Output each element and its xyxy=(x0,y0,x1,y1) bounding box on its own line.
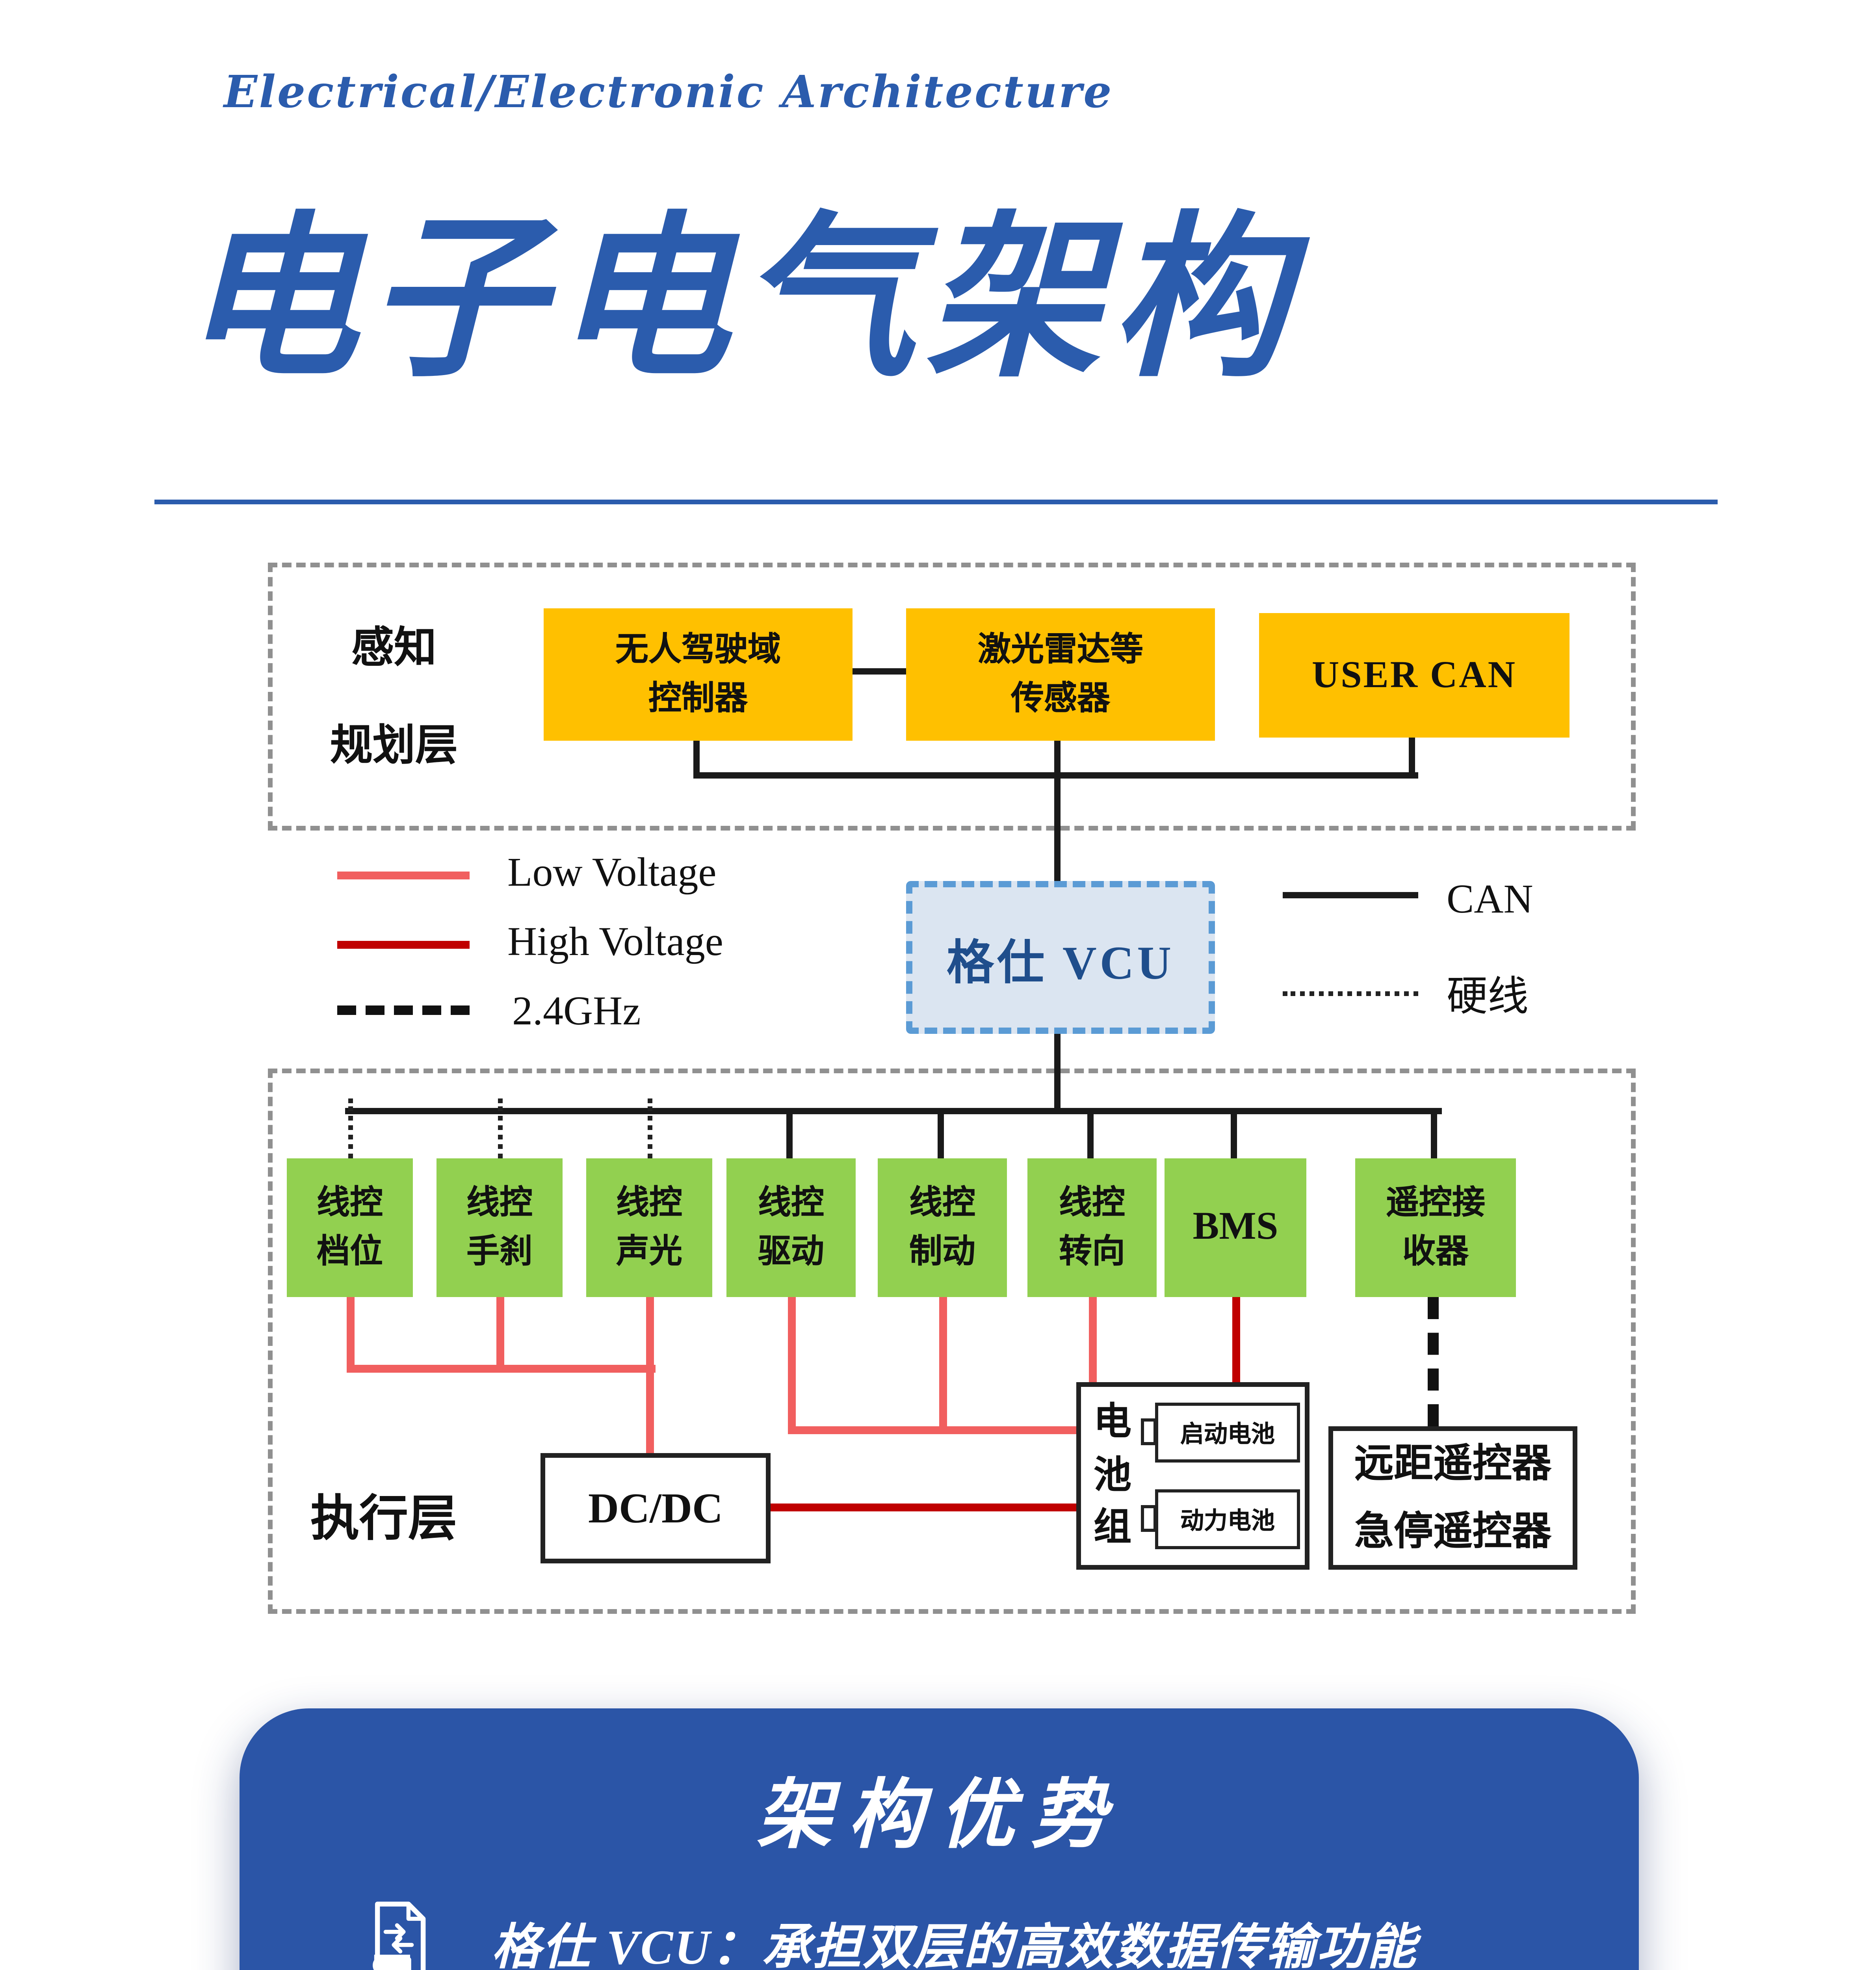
can-link-line xyxy=(853,668,906,675)
advantages-title: 架构优势 xyxy=(756,1775,1122,1858)
node-sound-light-by-wire: 线控 声光 xyxy=(586,1158,712,1297)
can-bus-line xyxy=(345,1108,1442,1114)
execution-layer-panel xyxy=(268,1069,1636,1614)
battery-terminal-icon xyxy=(1141,1505,1157,1532)
legend-low-voltage-swatch xyxy=(337,872,470,879)
low-voltage-line xyxy=(1089,1297,1097,1387)
node-dcdc: DC/DC xyxy=(541,1453,771,1563)
legend-can-label: CAN xyxy=(1447,876,1533,922)
can-document-icon: CAN xyxy=(350,1893,448,1970)
can-link-line xyxy=(1231,1113,1237,1158)
node-shift-by-wire: 线控 档位 xyxy=(287,1158,413,1297)
low-voltage-line xyxy=(347,1297,355,1373)
low-voltage-line xyxy=(646,1297,654,1458)
battery-terminal-icon xyxy=(1141,1418,1157,1445)
node-user-can: USER CAN xyxy=(1259,613,1570,738)
legend-hardwire-swatch xyxy=(1283,991,1418,996)
execution-layer-label: 执行层 xyxy=(310,1491,457,1546)
node-steer-by-wire: 线控 转向 xyxy=(1027,1158,1157,1297)
legend-hardwire-label: 硬线 xyxy=(1447,974,1529,1020)
node-bms: BMS xyxy=(1165,1158,1306,1297)
title-divider xyxy=(154,500,1718,504)
node-lidar-sensors: 激光雷达等 传感器 xyxy=(906,608,1215,741)
wireless-2-4ghz-line xyxy=(1428,1297,1439,1426)
can-link-line xyxy=(1431,1113,1437,1158)
high-voltage-line xyxy=(1232,1297,1240,1387)
hardwire-line xyxy=(498,1098,503,1158)
legend-low-voltage-label: Low Voltage xyxy=(507,849,717,895)
can-link-line xyxy=(938,1113,944,1158)
english-subtitle: Electrical/Electronic Architecture xyxy=(224,66,1113,118)
node-power-battery: 动力电池 xyxy=(1155,1489,1300,1549)
legend-high-voltage-label: High Voltage xyxy=(507,919,723,965)
node-drive-by-wire: 线控 驱动 xyxy=(726,1158,856,1297)
node-brake-by-wire: 线控 制动 xyxy=(878,1158,1007,1297)
can-link-line xyxy=(693,741,700,779)
node-vcu: 格仕 VCU xyxy=(906,881,1215,1034)
advantages-panel xyxy=(240,1708,1639,1970)
can-icon-label: CAN xyxy=(375,1957,410,1970)
legend-high-voltage-swatch xyxy=(337,941,470,949)
low-voltage-line xyxy=(496,1297,504,1373)
can-link-line xyxy=(1054,741,1061,883)
can-link-line xyxy=(1409,738,1415,779)
advantage-text: 格仕 VCU：承担双层的高效数据传输功能 xyxy=(492,1919,1417,1970)
battery-group-label: 电 池 组 xyxy=(1094,1401,1131,1550)
node-handbrake-by-wire: 线控 手刹 xyxy=(436,1158,563,1297)
can-link-line xyxy=(1087,1113,1094,1158)
legend-wireless-label: 2.4GHz xyxy=(512,988,641,1034)
legend-wireless-swatch xyxy=(337,1005,470,1015)
advantage-item: CAN 格仕 VCU：承担双层的高效数据传输功能 xyxy=(350,1891,1595,1970)
can-link-line xyxy=(1054,1034,1061,1113)
node-remote-receiver: 遥控接 收器 xyxy=(1355,1158,1516,1297)
high-voltage-line xyxy=(769,1504,1079,1511)
low-voltage-line xyxy=(788,1297,796,1434)
hardwire-line xyxy=(348,1098,353,1158)
can-link-line xyxy=(786,1113,793,1158)
perception-layer-panel xyxy=(268,563,1636,831)
low-voltage-line xyxy=(347,1365,656,1373)
legend-can-swatch xyxy=(1283,892,1418,898)
low-voltage-line xyxy=(788,1426,1079,1434)
node-autonomous-domain-controller: 无人驾驶域 控制器 xyxy=(544,608,853,741)
hardwire-line xyxy=(648,1098,652,1158)
perception-layer-label: 感知 规划层 xyxy=(330,624,458,769)
low-voltage-line xyxy=(939,1297,947,1434)
node-remote-controllers: 远距遥控器 急停遥控器 xyxy=(1328,1426,1577,1570)
node-starter-battery: 启动电池 xyxy=(1155,1403,1300,1463)
page-title: 电子电气架构 xyxy=(181,195,1297,402)
